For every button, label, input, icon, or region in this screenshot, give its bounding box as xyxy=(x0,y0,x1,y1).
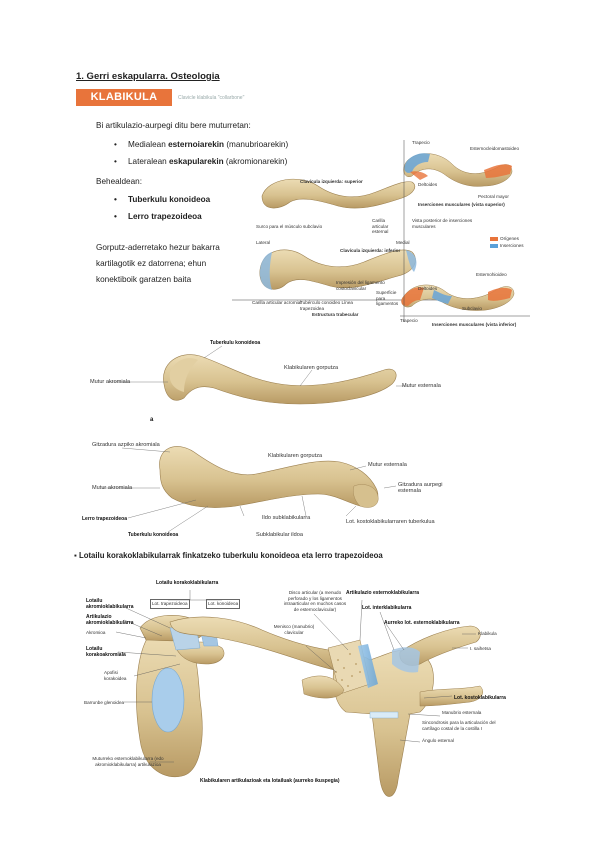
bullet-ligaments: ▪ Lotailu korakoklabikularrak finkatzeko… xyxy=(74,551,383,560)
fig-b-sternal-end: Mutur esternala xyxy=(368,462,407,468)
glenoid-cavity: Barrunbe glenoidea xyxy=(84,700,124,706)
synchondrosis-label: Sincondrosis para la articulación del ca… xyxy=(422,720,502,731)
coracoid-process: Apofisi korakoidea xyxy=(104,670,136,681)
trapezius-label: Trapecio xyxy=(412,140,430,146)
acromioclavicular-ligament: Lotailu akromioklabikularra xyxy=(86,598,128,610)
legend-insertions: Inserciones xyxy=(500,243,524,249)
inf-insertion-caption: Inserciones musculares (vista inferior) xyxy=(432,322,516,328)
interclavicular-ligament: Lot. interklabikularra xyxy=(362,605,411,611)
fig-b-body: Klabikularen gorputza xyxy=(268,453,322,459)
scm-label: Esternocleidomastoideo xyxy=(470,146,519,152)
legend-origins: Orígenes xyxy=(500,236,519,242)
deltoid-label: Deltoides xyxy=(418,182,437,188)
sup-view-label: Clavícula izquierda: superior xyxy=(300,179,363,185)
clavicle-label: Klabikula xyxy=(478,631,497,637)
anterior-sternoclavicular-ligament: Aurreko lot. esternoklabikularra xyxy=(384,620,460,626)
acromial-facet-label: Carilla articular acromial xyxy=(252,300,304,306)
fig-b-costoclavicular: Lot. kostoklabikularraren tuberkulua xyxy=(346,519,435,525)
fig-b-acromial-end: Mutur akromiala xyxy=(92,485,132,491)
trapezoid-ligament: Lot. trapezoideoa xyxy=(150,599,190,609)
trabecular-caption: Estructura trabecular xyxy=(312,312,358,318)
meniscus: Menisco (manubrio) clavicular xyxy=(270,624,318,635)
legend-note: Vista posterior de inserciones musculare… xyxy=(412,218,488,229)
ligament-surface-label: Superficie para ligamentos xyxy=(376,290,406,307)
sternoclavicular-joint: Artikulazio esternoklabikularra xyxy=(346,590,419,596)
pectoral-label: Pectoral mayor xyxy=(478,194,509,200)
clavicle-figure-a xyxy=(108,346,408,404)
medial-label: Medial xyxy=(396,240,410,246)
tubercle-label: Tubérculo conoideo Línea trapezoidea xyxy=(300,300,360,311)
coracoacromial-ligament: Lotailu korakoakromiala xyxy=(86,646,126,658)
sup-insertion-caption: Inserciones musculares (vista superior) xyxy=(418,202,505,208)
lateral-label: Lateral xyxy=(256,240,270,246)
trapezius-label-2: Trapecio xyxy=(400,318,418,324)
deltoid-label-2: Deltoides xyxy=(418,286,437,292)
figure-caption: Klabikularen artikulazioak eta lotailuak… xyxy=(200,778,340,784)
acromion-label: Akromioa xyxy=(86,630,105,636)
sternal-angle: Ángulo esternal xyxy=(422,738,454,744)
fig-b-subclavian-groove: Ildo subklabikularra xyxy=(262,515,310,521)
coracoclavicular-ligament: Lotailu korakoklabikularra xyxy=(156,580,218,586)
left-note: Surco para el músculo subclavio xyxy=(256,224,322,230)
conoid-ligament: Lot. konoideoa xyxy=(206,599,240,609)
inf-view-label: Clavícula izquierda: inferior xyxy=(340,248,400,254)
subclavius-label: Subclavio xyxy=(462,306,482,312)
articular-disc: Disco articular (a menudo perforado y lo… xyxy=(282,590,348,612)
muscle-attachment-superior xyxy=(404,153,512,248)
clavicle-inferior-view xyxy=(232,250,500,300)
fig-b-conoid-tubercle: Tuberkulu konoideoa xyxy=(128,532,178,538)
fig-b-articular-face: Gitzadura aurpegi esternala xyxy=(398,482,458,494)
fig-a-letter: a xyxy=(150,417,153,423)
costoclavicular-ligament: Lot. kostoklabikularra xyxy=(454,695,506,701)
first-rib-label: I. saihetsa xyxy=(470,646,491,652)
fig-a-acromial-end: Mutur akromiala xyxy=(90,379,130,385)
bullet-ligaments-text: Lotailu korakoklabikularrak finkatzeko t… xyxy=(79,551,383,560)
fig-a-tubercle: Tuberkulu konoideoa xyxy=(210,340,260,346)
fig-b-subclavian-sulcus: Subklabikular ildoa xyxy=(256,532,303,538)
fig-b-top-left: Gitzadura azpiko akromiala xyxy=(92,442,160,448)
sternohyoid-label: Esternohioideo xyxy=(476,272,507,278)
acromioclavicular-joint: Artikulazio akromioklabikularra xyxy=(86,614,136,626)
fig-a-sternal-end: Mutur esternala xyxy=(402,383,441,389)
sternal-facet-label: Carilla articular esternal xyxy=(372,218,402,235)
bottom-left-note: Muturreko esternoklabikularra (edo akrom… xyxy=(92,756,164,767)
manubrium-label: Manubrio esternala xyxy=(442,710,481,716)
fig-a-body: Klabikularen gorputza xyxy=(284,365,338,371)
fig-b-trapezoid-line: Lerro trapezoideoa xyxy=(82,516,127,522)
